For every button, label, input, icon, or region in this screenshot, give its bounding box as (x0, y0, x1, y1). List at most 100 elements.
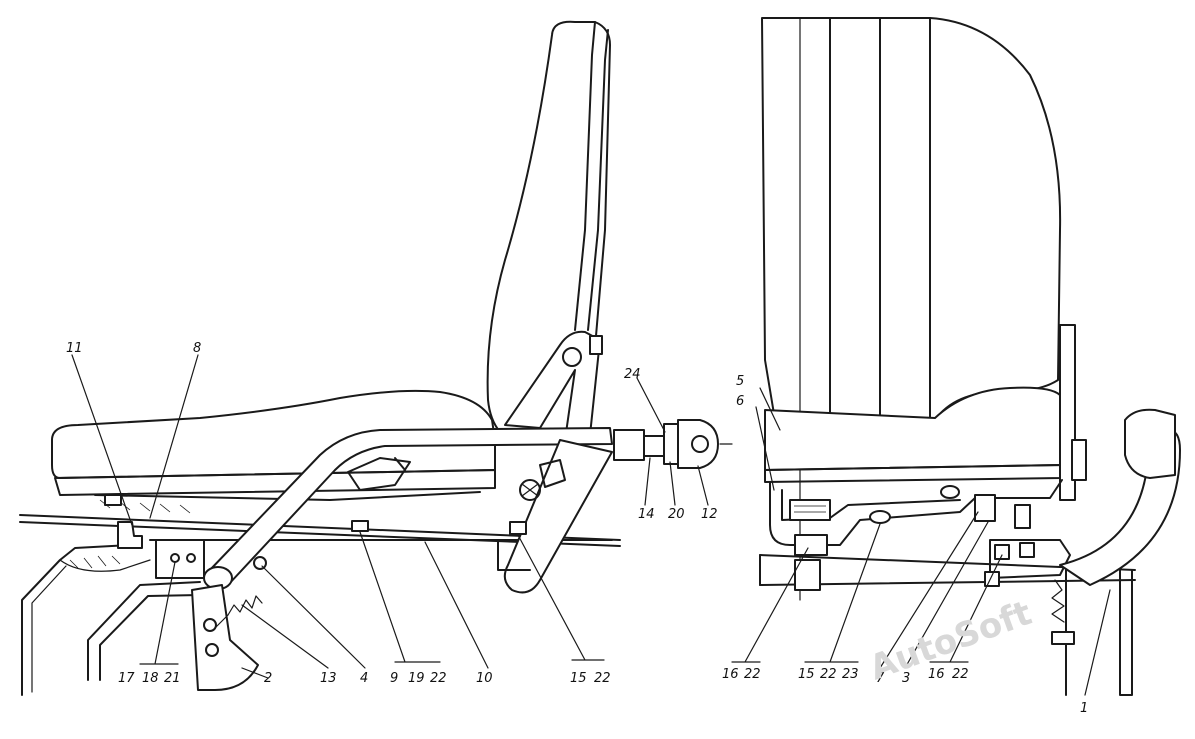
adjuster-nut-14 (643, 435, 665, 457)
pivot-bolt-head (519, 479, 541, 501)
callout-8: 8 (193, 341, 201, 356)
callout-19: 19 (408, 671, 425, 686)
bracket-hatching (794, 505, 826, 513)
front-tube-inner (99, 594, 201, 681)
leader-lines (71, 354, 1111, 696)
adjuster-eye-hole (691, 435, 709, 453)
leader-15-22 (517, 534, 605, 661)
backrest-front (761, 17, 1062, 421)
adjuster-washer-20 (663, 423, 679, 465)
side-plate-bolt (1071, 439, 1087, 481)
leader-20 (669, 461, 676, 506)
bracket-16-right-nut-1 (994, 544, 1010, 560)
leader-10 (424, 541, 489, 669)
leader-2 (241, 667, 269, 679)
seat-cushion-front (764, 386, 1061, 471)
callout-24: 24 (624, 367, 641, 382)
callout-5: 5 (736, 374, 744, 389)
callout-15-b: 15 (798, 667, 815, 682)
main-tube (207, 427, 613, 586)
spring-front (1051, 579, 1065, 623)
leader-4 (261, 565, 366, 669)
bolt-15-front (869, 510, 891, 524)
bolt-15 (509, 521, 527, 535)
cushion-frame-line (94, 491, 481, 501)
spring-hook (214, 614, 229, 629)
rear-strut (503, 439, 613, 594)
callout-16-b: 16 (928, 667, 945, 682)
callout-6: 6 (736, 394, 744, 409)
front-view (759, 17, 1181, 696)
leader-15-22-23 (804, 523, 881, 663)
callout-13: 13 (320, 671, 337, 686)
leader-1 (1084, 589, 1111, 696)
leader-13 (241, 604, 329, 669)
backrest-frame-edge-2 (587, 29, 609, 331)
floor-frame-left-inner (31, 565, 67, 693)
hinge-nut (589, 335, 603, 355)
bolt-11 (104, 494, 122, 506)
leader-16-22-left (731, 547, 809, 663)
adjuster-sleeve (613, 429, 645, 461)
spring-13 (227, 595, 263, 616)
callout-4: 4 (360, 671, 368, 686)
bolt-9 (351, 520, 369, 532)
bracket-16-left (789, 499, 831, 521)
lever-hole-2 (205, 643, 219, 657)
leader-16-22-right (929, 554, 1003, 663)
watermark: AutoSoft (864, 593, 1037, 688)
leader-11 (71, 354, 133, 526)
callout-2: 2 (264, 671, 272, 686)
spring-anchor (1051, 631, 1075, 645)
callout-16-a: 16 (722, 667, 739, 682)
tube-leg (1119, 569, 1133, 696)
pivot-bolt-cross (521, 483, 539, 497)
bracket-16-right-nut-3 (984, 571, 1000, 587)
latch-rivet-2 (186, 553, 196, 563)
callout-21: 21 (164, 671, 181, 686)
floor-cover-hatching (69, 555, 121, 569)
leader-8 (149, 354, 199, 519)
latch-plate-17 (155, 539, 205, 579)
seat-pan-frame (769, 479, 1063, 546)
callout-23: 23 (842, 667, 859, 682)
callout-9: 9 (390, 671, 398, 686)
spring-anchor-4 (253, 556, 267, 570)
callout-14: 14 (638, 507, 655, 522)
rear-strut-mount (497, 539, 531, 571)
bracket-16-right-nut-2 (1019, 542, 1035, 558)
leader-7 (879, 511, 979, 669)
callout-10: 10 (476, 671, 493, 686)
callout-15-a: 15 (570, 671, 587, 686)
leader-14 (644, 457, 651, 506)
latch-3-plate (1014, 504, 1031, 529)
leader-17-18-21 (139, 561, 179, 665)
bracket-bolt (394, 457, 406, 471)
latch-3 (974, 494, 996, 522)
leader-9-19-22 (359, 531, 441, 663)
callout-18: 18 (142, 671, 159, 686)
leader-3 (904, 521, 989, 669)
latch-stop (117, 521, 143, 549)
leader-24 (636, 377, 666, 433)
under-seat-bracket (347, 457, 411, 491)
front-tube-outer (87, 581, 201, 681)
bolt-7-front (940, 485, 960, 499)
leader-5 (759, 387, 781, 431)
lever-hole-1 (203, 618, 217, 632)
bracket-16-clamp (794, 534, 828, 556)
callout-11: 11 (66, 341, 83, 356)
floor-cover-edge (59, 559, 151, 572)
pivot-plate (539, 459, 566, 488)
callout-22-e: 22 (952, 667, 969, 682)
cross-tube-bottom (759, 579, 1136, 586)
tube-bracket-top (1124, 408, 1176, 479)
callout-20: 20 (668, 507, 685, 522)
callout-12: 12 (701, 507, 718, 522)
callout-7: 7 (876, 671, 885, 686)
hinge-pin (562, 347, 582, 367)
callout-22-c: 22 (744, 667, 761, 682)
callout-3: 3 (902, 671, 910, 686)
callout-1: 1 (1080, 701, 1088, 716)
